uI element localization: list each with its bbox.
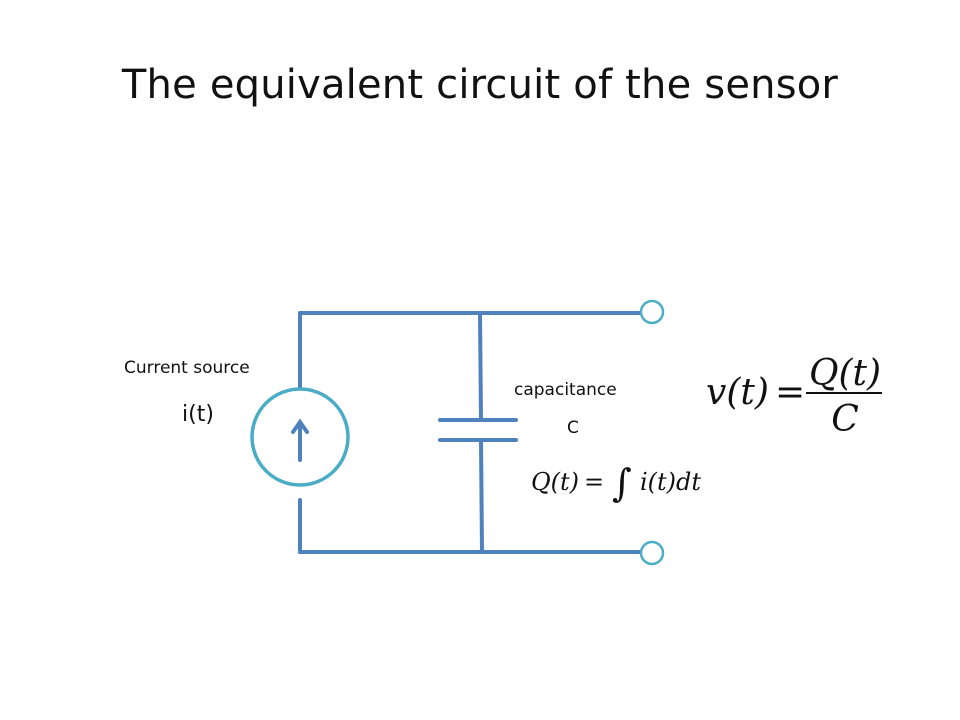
wire-cap-lower	[479, 438, 484, 554]
current-source-icon	[250, 387, 350, 487]
voltage-eq-denominator: C	[831, 399, 859, 440]
voltage-eq-equals: =	[775, 372, 805, 413]
voltage-eq-lhs: v(t)	[706, 372, 769, 413]
current-source-symbol: i(t)	[182, 402, 214, 427]
capacitance-label: capacitance	[514, 380, 617, 400]
voltage-equation: v(t) = Q(t) C	[706, 353, 882, 440]
charge-eq-equals: =	[584, 468, 604, 496]
current-source-label: Current source	[124, 358, 250, 378]
terminal-bottom-icon	[639, 540, 665, 566]
charge-equation: Q(t) = ∫ i(t)dt	[531, 461, 701, 505]
charge-eq-lhs: Q(t)	[531, 468, 579, 496]
terminal-top-icon	[639, 299, 665, 325]
wire-cap-upper	[478, 311, 483, 422]
charge-eq-integral: ∫	[612, 461, 632, 505]
charge-eq-integrand: i(t)dt	[640, 468, 701, 496]
source-arrow-head	[291, 418, 309, 434]
slide-title: The equivalent circuit of the sensor	[121, 62, 839, 108]
voltage-eq-numerator: Q(t)	[809, 353, 881, 394]
capacitance-symbol: C	[567, 418, 579, 438]
